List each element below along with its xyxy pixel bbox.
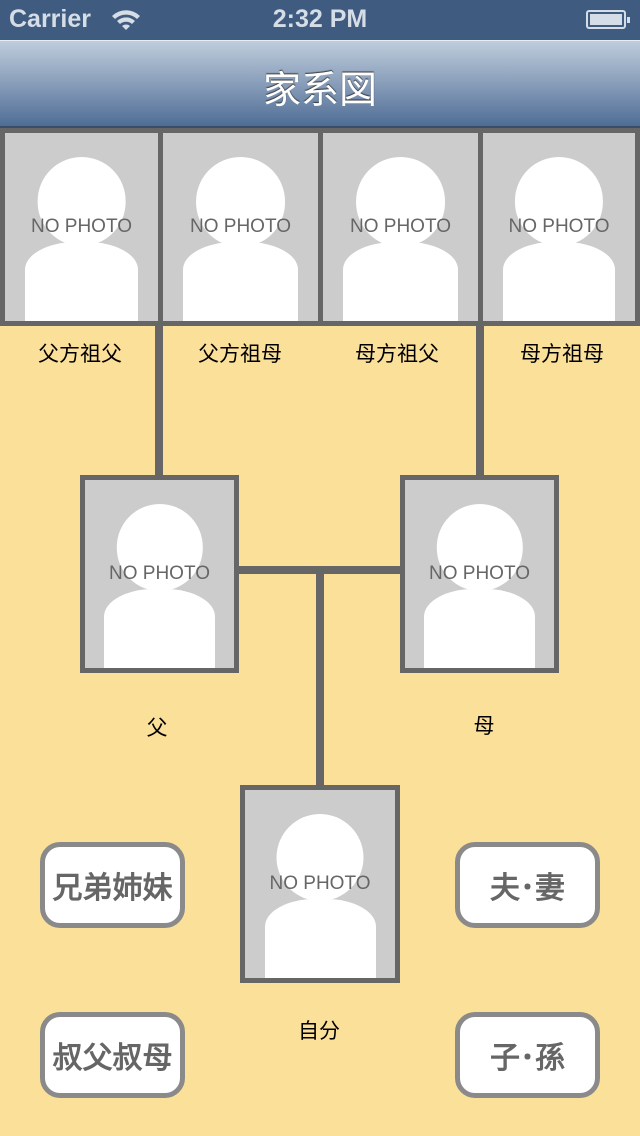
photo-father[interactable]: NO PHOTO xyxy=(80,475,239,673)
person-head-icon xyxy=(37,157,126,247)
person-body-icon xyxy=(424,589,535,668)
clock: 2:32 PM xyxy=(272,5,368,33)
person-body-icon xyxy=(104,589,215,668)
person-head-icon xyxy=(436,504,523,591)
photo-placeholder: NO PHOTO xyxy=(405,480,554,668)
photo-placeholder: NO PHOTO xyxy=(163,133,318,321)
no-photo-text: NO PHOTO xyxy=(508,215,610,237)
no-photo-text: NO PHOTO xyxy=(190,215,291,237)
photo-maternal-grandfather[interactable]: NO PHOTO xyxy=(318,128,483,326)
photo-maternal-grandmother[interactable]: NO PHOTO xyxy=(478,128,640,326)
person-body-icon xyxy=(264,899,376,978)
children-button[interactable]: 子･孫 xyxy=(455,1012,600,1098)
siblings-button[interactable]: 兄弟姉妹 xyxy=(40,842,185,928)
photo-placeholder: NO PHOTO xyxy=(5,133,158,321)
page-title: 家系図 xyxy=(262,68,377,112)
person-head-icon xyxy=(514,157,604,246)
person-body-icon xyxy=(183,242,298,321)
photo-paternal-grandfather[interactable]: NO PHOTO xyxy=(0,128,163,326)
status-bar: Carrier 2:32 PM xyxy=(0,0,640,40)
grandparent-label: 父方祖母 xyxy=(198,342,282,366)
no-photo-text: NO PHOTO xyxy=(350,215,451,237)
nav-bar: 家系図 xyxy=(0,40,640,128)
connector-line xyxy=(155,326,163,476)
person-body-icon xyxy=(24,242,139,321)
self-label: 自分 xyxy=(298,1019,340,1043)
grandparent-label: 母方祖父 xyxy=(355,342,439,366)
no-photo-text: NO PHOTO xyxy=(269,872,371,894)
spouse-button[interactable]: 夫･妻 xyxy=(455,842,600,928)
photo-placeholder: NO PHOTO xyxy=(323,133,478,321)
photo-placeholder: NO PHOTO xyxy=(85,480,234,668)
connector-line xyxy=(476,326,484,476)
wifi-icon xyxy=(112,10,140,30)
person-body-icon xyxy=(343,242,458,321)
grandparent-label: 母方祖母 xyxy=(520,342,604,366)
no-photo-text: NO PHOTO xyxy=(109,562,210,584)
photo-self[interactable]: NO PHOTO xyxy=(240,785,400,983)
photo-mother[interactable]: NO PHOTO xyxy=(400,475,559,673)
photo-placeholder: NO PHOTO xyxy=(245,790,395,978)
battery-icon xyxy=(586,10,630,29)
grandparent-label: 父方祖父 xyxy=(38,342,122,366)
person-head-icon xyxy=(195,157,286,248)
photo-placeholder: NO PHOTO xyxy=(483,133,635,321)
uncles-aunts-button[interactable]: 叔父叔母 xyxy=(40,1012,185,1098)
person-head-icon xyxy=(355,157,446,248)
photo-paternal-grandmother[interactable]: NO PHOTO xyxy=(158,128,323,326)
carrier-label: Carrier xyxy=(9,5,91,33)
mother-label: 母 xyxy=(473,714,495,738)
no-photo-text: NO PHOTO xyxy=(429,562,530,584)
person-head-icon xyxy=(276,814,364,902)
father-label: 父 xyxy=(146,716,168,740)
person-head-icon xyxy=(116,504,203,591)
person-body-icon xyxy=(502,242,616,321)
no-photo-text: NO PHOTO xyxy=(31,215,132,237)
connector-line xyxy=(316,566,324,786)
